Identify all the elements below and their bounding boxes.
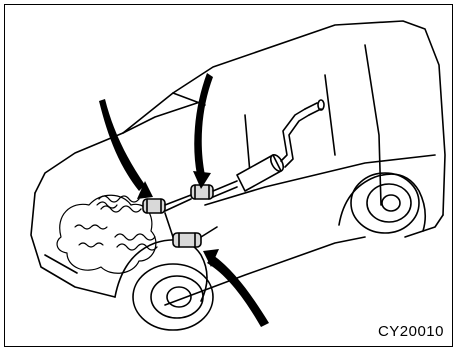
- arrow-upper-left: [99, 99, 145, 191]
- rear-wheel: [339, 173, 425, 233]
- muffler: [237, 153, 286, 191]
- pointer-arrows: [99, 73, 269, 327]
- lower-exhaust-manifold: [115, 234, 157, 250]
- arrow-upper-right: [194, 73, 213, 175]
- front-wheel: [115, 240, 213, 330]
- tailpipe: [281, 100, 324, 167]
- figure-code-label: CY20010: [378, 323, 444, 340]
- car-body: [31, 21, 445, 305]
- vehicle-illustration: [5, 5, 454, 348]
- catalytic-converter-lower: [173, 233, 201, 247]
- catalytic-converter-upper-left: [143, 199, 165, 213]
- figure-frame: CY20010: [4, 4, 453, 347]
- arrow-lower: [207, 255, 269, 327]
